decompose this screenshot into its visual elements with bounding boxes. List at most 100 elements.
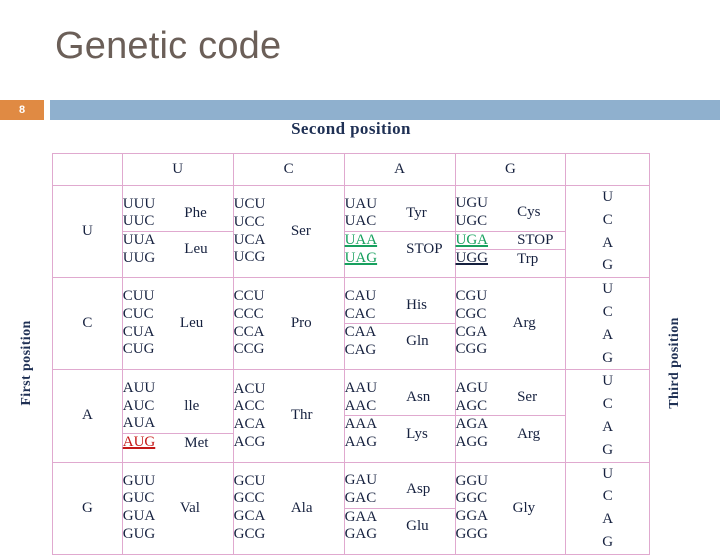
amino-acid-label: Asn xyxy=(406,380,455,417)
third-position-base: C xyxy=(602,211,613,228)
amino-acid-label: His xyxy=(406,287,455,325)
codon: CCA xyxy=(233,323,265,340)
first-position-cell-a: A xyxy=(52,369,123,463)
page-number-badge: 8 xyxy=(0,100,44,120)
third-position-base: G xyxy=(602,257,614,274)
amino-acid-label: Glu xyxy=(406,517,429,534)
third-position-base: A xyxy=(602,511,614,528)
amino-acid-label: Cys xyxy=(517,195,566,232)
amino-acid-label: Asp xyxy=(406,472,455,509)
third-position-base: U xyxy=(602,465,614,482)
codon: ACC xyxy=(233,398,265,415)
first-position-cell-c: C xyxy=(52,277,123,371)
codon-list: AUG xyxy=(123,434,185,452)
codon: CGA xyxy=(455,323,488,340)
amino-acid-label: Met xyxy=(184,434,209,451)
codon: GCG xyxy=(233,525,266,542)
amino-acid-label: Lys xyxy=(406,425,428,442)
accent-bar-line xyxy=(50,100,720,120)
amino-acid-label: Leu xyxy=(179,315,204,332)
second-position-header-c: C xyxy=(232,153,345,186)
codon: CCC xyxy=(233,306,264,323)
codon: AGA xyxy=(455,416,489,433)
first-position-cell-u: U xyxy=(52,184,123,279)
amino-acid-label: Tyr xyxy=(406,195,455,233)
codon: UUU xyxy=(122,195,156,212)
codon: AGU xyxy=(455,380,489,397)
codon: AUA xyxy=(122,415,156,432)
third-position-base: G xyxy=(602,441,614,458)
amino-acid-label: Pro xyxy=(290,315,312,332)
codon: UGC xyxy=(455,212,488,229)
codon: GUA xyxy=(122,508,156,525)
amino-acid-label: Gly xyxy=(512,499,536,516)
codon: GCU xyxy=(233,472,266,489)
second-position-header-g: G xyxy=(454,153,567,186)
third-position-base: C xyxy=(602,488,613,505)
third-position-base: C xyxy=(602,396,613,413)
codon-list: UGA xyxy=(455,231,518,251)
codon: UAC xyxy=(344,213,377,230)
codon: UGU xyxy=(455,195,489,212)
codon: UGG xyxy=(455,250,489,267)
codon: ACA xyxy=(233,415,266,432)
third-position-base: A xyxy=(602,234,614,251)
codon: AGC xyxy=(455,397,488,414)
codon: GGC xyxy=(455,490,488,507)
codon: UAA xyxy=(344,232,378,249)
third-position-base: U xyxy=(602,281,614,298)
codon: CCG xyxy=(233,341,265,358)
codon: GGA xyxy=(455,508,489,525)
header-corner-cell xyxy=(52,153,123,186)
codon: UGA xyxy=(455,231,489,248)
codon: CUG xyxy=(122,341,155,358)
codon: GCA xyxy=(233,508,266,525)
amino-acid-label: Leu xyxy=(184,241,208,258)
codon: CGU xyxy=(455,288,488,305)
codon: GAC xyxy=(344,489,377,506)
codon: GAG xyxy=(344,526,378,543)
third-position-label: Third position xyxy=(667,317,682,409)
amino-acid-label: Phe xyxy=(184,195,233,233)
codon-list: UGG xyxy=(456,250,518,268)
